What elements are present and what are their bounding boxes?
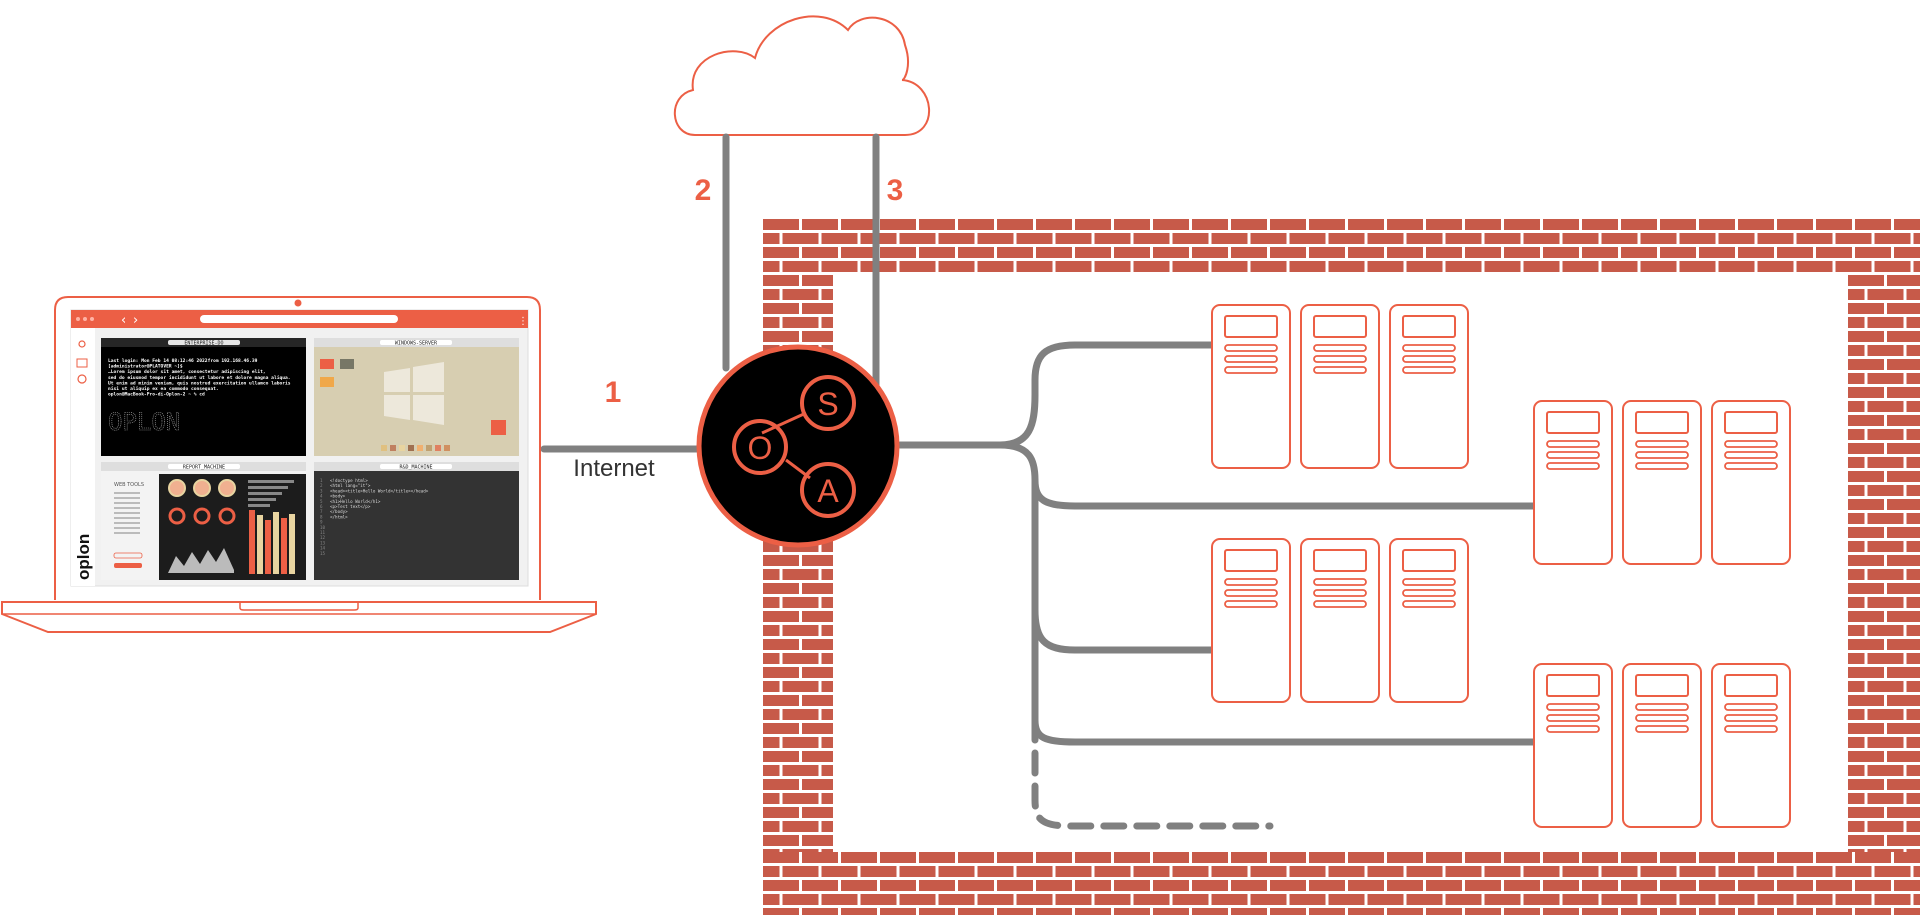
oplon-brand: oplon: [74, 534, 93, 580]
code-line-number: 3: [320, 488, 323, 493]
server-icon: [1622, 400, 1702, 565]
back-icon[interactable]: ‹: [121, 313, 126, 328]
code-line: <!doctype html>: [330, 478, 368, 483]
server-racks: [1211, 304, 1791, 828]
code-line-number: 2: [320, 483, 323, 488]
app-sidebar: [71, 328, 95, 586]
menu-kebab-icon[interactable]: ⋮: [518, 316, 528, 327]
code-line: <html lang="it">: [330, 483, 371, 488]
tile-rd-machine[interactable]: R&D_MACHINE 1 <!doctype html> 2 <html lang=…: [314, 462, 519, 580]
laptop: ‹ › ⋮ oplon ENTERPRISE-DO Last login: Mo…: [1, 296, 597, 633]
code-line-number: 12: [320, 535, 326, 540]
server-icon: [1211, 538, 1291, 703]
server-icon: [1211, 304, 1291, 469]
code-line-number: 7: [320, 509, 323, 514]
tile-report-machine[interactable]: REPORT_MACHINE WEB TOOLS: [101, 462, 306, 580]
nodes-icon[interactable]: [78, 340, 86, 348]
web-tools-label: WEB TOOLS: [114, 482, 144, 488]
taskbar: [381, 445, 450, 451]
firewall-brick-wall: [763, 219, 1920, 915]
code-line: <p>Test text</p>: [330, 504, 371, 509]
server-icon: [1711, 663, 1791, 828]
terminal-line: sed do eiusmod tempor incididunt ut labo…: [108, 375, 291, 381]
code-line-number: 13: [320, 540, 326, 545]
code-line-number: 1: [320, 478, 323, 483]
report-dashboard: [168, 479, 295, 574]
hub-letter-o: O: [748, 430, 773, 466]
code-line-number: 8: [320, 514, 323, 519]
windows-logo-icon: [384, 362, 444, 425]
camera-icon: [294, 299, 302, 307]
tile-title: REPORT_MACHINE: [183, 465, 225, 471]
code-line: <body>: [330, 494, 346, 499]
code-editor: 1 <!doctype html> 2 <html lang="it"> 3 <head>…: [320, 478, 429, 556]
list-icon[interactable]: [76, 358, 88, 368]
server-icon: [1711, 400, 1791, 565]
internet-label: Internet: [573, 455, 655, 482]
report-button[interactable]: [114, 563, 142, 568]
connection-label-1: 1: [605, 376, 622, 409]
report-button[interactable]: [113, 552, 143, 559]
folder-icon[interactable]: [320, 359, 334, 369]
server-icon: [1300, 538, 1380, 703]
folder-icon[interactable]: [340, 359, 354, 369]
server-icon: [1533, 400, 1613, 565]
forward-icon[interactable]: ›: [133, 313, 138, 328]
hub-letter-s: S: [817, 386, 838, 422]
code-line-number: 6: [320, 504, 323, 509]
server-icon: [1389, 538, 1469, 703]
server-icon: [1389, 304, 1469, 469]
code-line-number: 9: [320, 520, 323, 525]
terminal-line: [administrator@PLATOVER ~]$: [108, 364, 183, 370]
code-line-number: 15: [320, 551, 326, 556]
cloud: [673, 15, 930, 136]
terminal-ascii-art: OPLON: [108, 408, 180, 436]
address-bar[interactable]: [200, 315, 398, 323]
code-line: </body>: [330, 509, 348, 514]
osa-hub: S O A: [696, 344, 900, 548]
code-line-number: 11: [320, 530, 326, 535]
connection-label-3: 3: [887, 174, 904, 207]
code-line-number: 4: [320, 494, 323, 499]
terminal-line: Ut enim ad minim veniam, quis nostrud ex…: [108, 380, 291, 386]
code-line: <head><title>Hello World</title></head>: [330, 488, 429, 493]
terminal-line: oplon@MacBook-Pro-di-Oplon-2 ~ % cd: [108, 392, 205, 398]
tile-title: ENTERPRISE-DO: [184, 341, 223, 347]
terminal-line: …Lorem ipsum dolor sit amet, consectetur…: [108, 369, 266, 375]
tile-title: R&D_MACHINE: [399, 465, 432, 471]
server-icon: [1622, 663, 1702, 828]
folder-icon[interactable]: [320, 377, 334, 387]
settings-icon[interactable]: [77, 374, 87, 384]
tile-enterprise-terminal[interactable]: ENTERPRISE-DO Last login: Mon Feb 14 08:…: [101, 338, 306, 456]
code-line: <h1>Hello World</h1>: [330, 499, 381, 504]
code-line: </html>: [330, 514, 348, 519]
code-line-number: 14: [320, 546, 326, 551]
server-network-wires: [896, 341, 1538, 830]
terminal-line: Last login: Mon Feb 14 08:12:46 2022from…: [108, 358, 258, 364]
recycle-bin-icon[interactable]: [491, 420, 506, 435]
server-icon: [1533, 663, 1613, 828]
terminal-line: nisi ut aliquip ex ea commodo consequat.: [108, 386, 219, 392]
server-icon: [1300, 304, 1380, 469]
hub-letter-a: A: [817, 473, 839, 509]
code-line-number: 5: [320, 499, 323, 504]
tile-windows-server[interactable]: WINDOWS-SERVER: [314, 338, 519, 456]
laptop-screen: ‹ › ⋮ oplon ENTERPRISE-DO Last login: Mo…: [70, 309, 529, 587]
connection-label-2: 2: [695, 174, 712, 207]
code-line-number: 10: [320, 525, 326, 530]
terminal-output: Last login: Mon Feb 14 08:12:46 2022from…: [108, 358, 291, 398]
tile-title: WINDOWS-SERVER: [395, 341, 438, 347]
